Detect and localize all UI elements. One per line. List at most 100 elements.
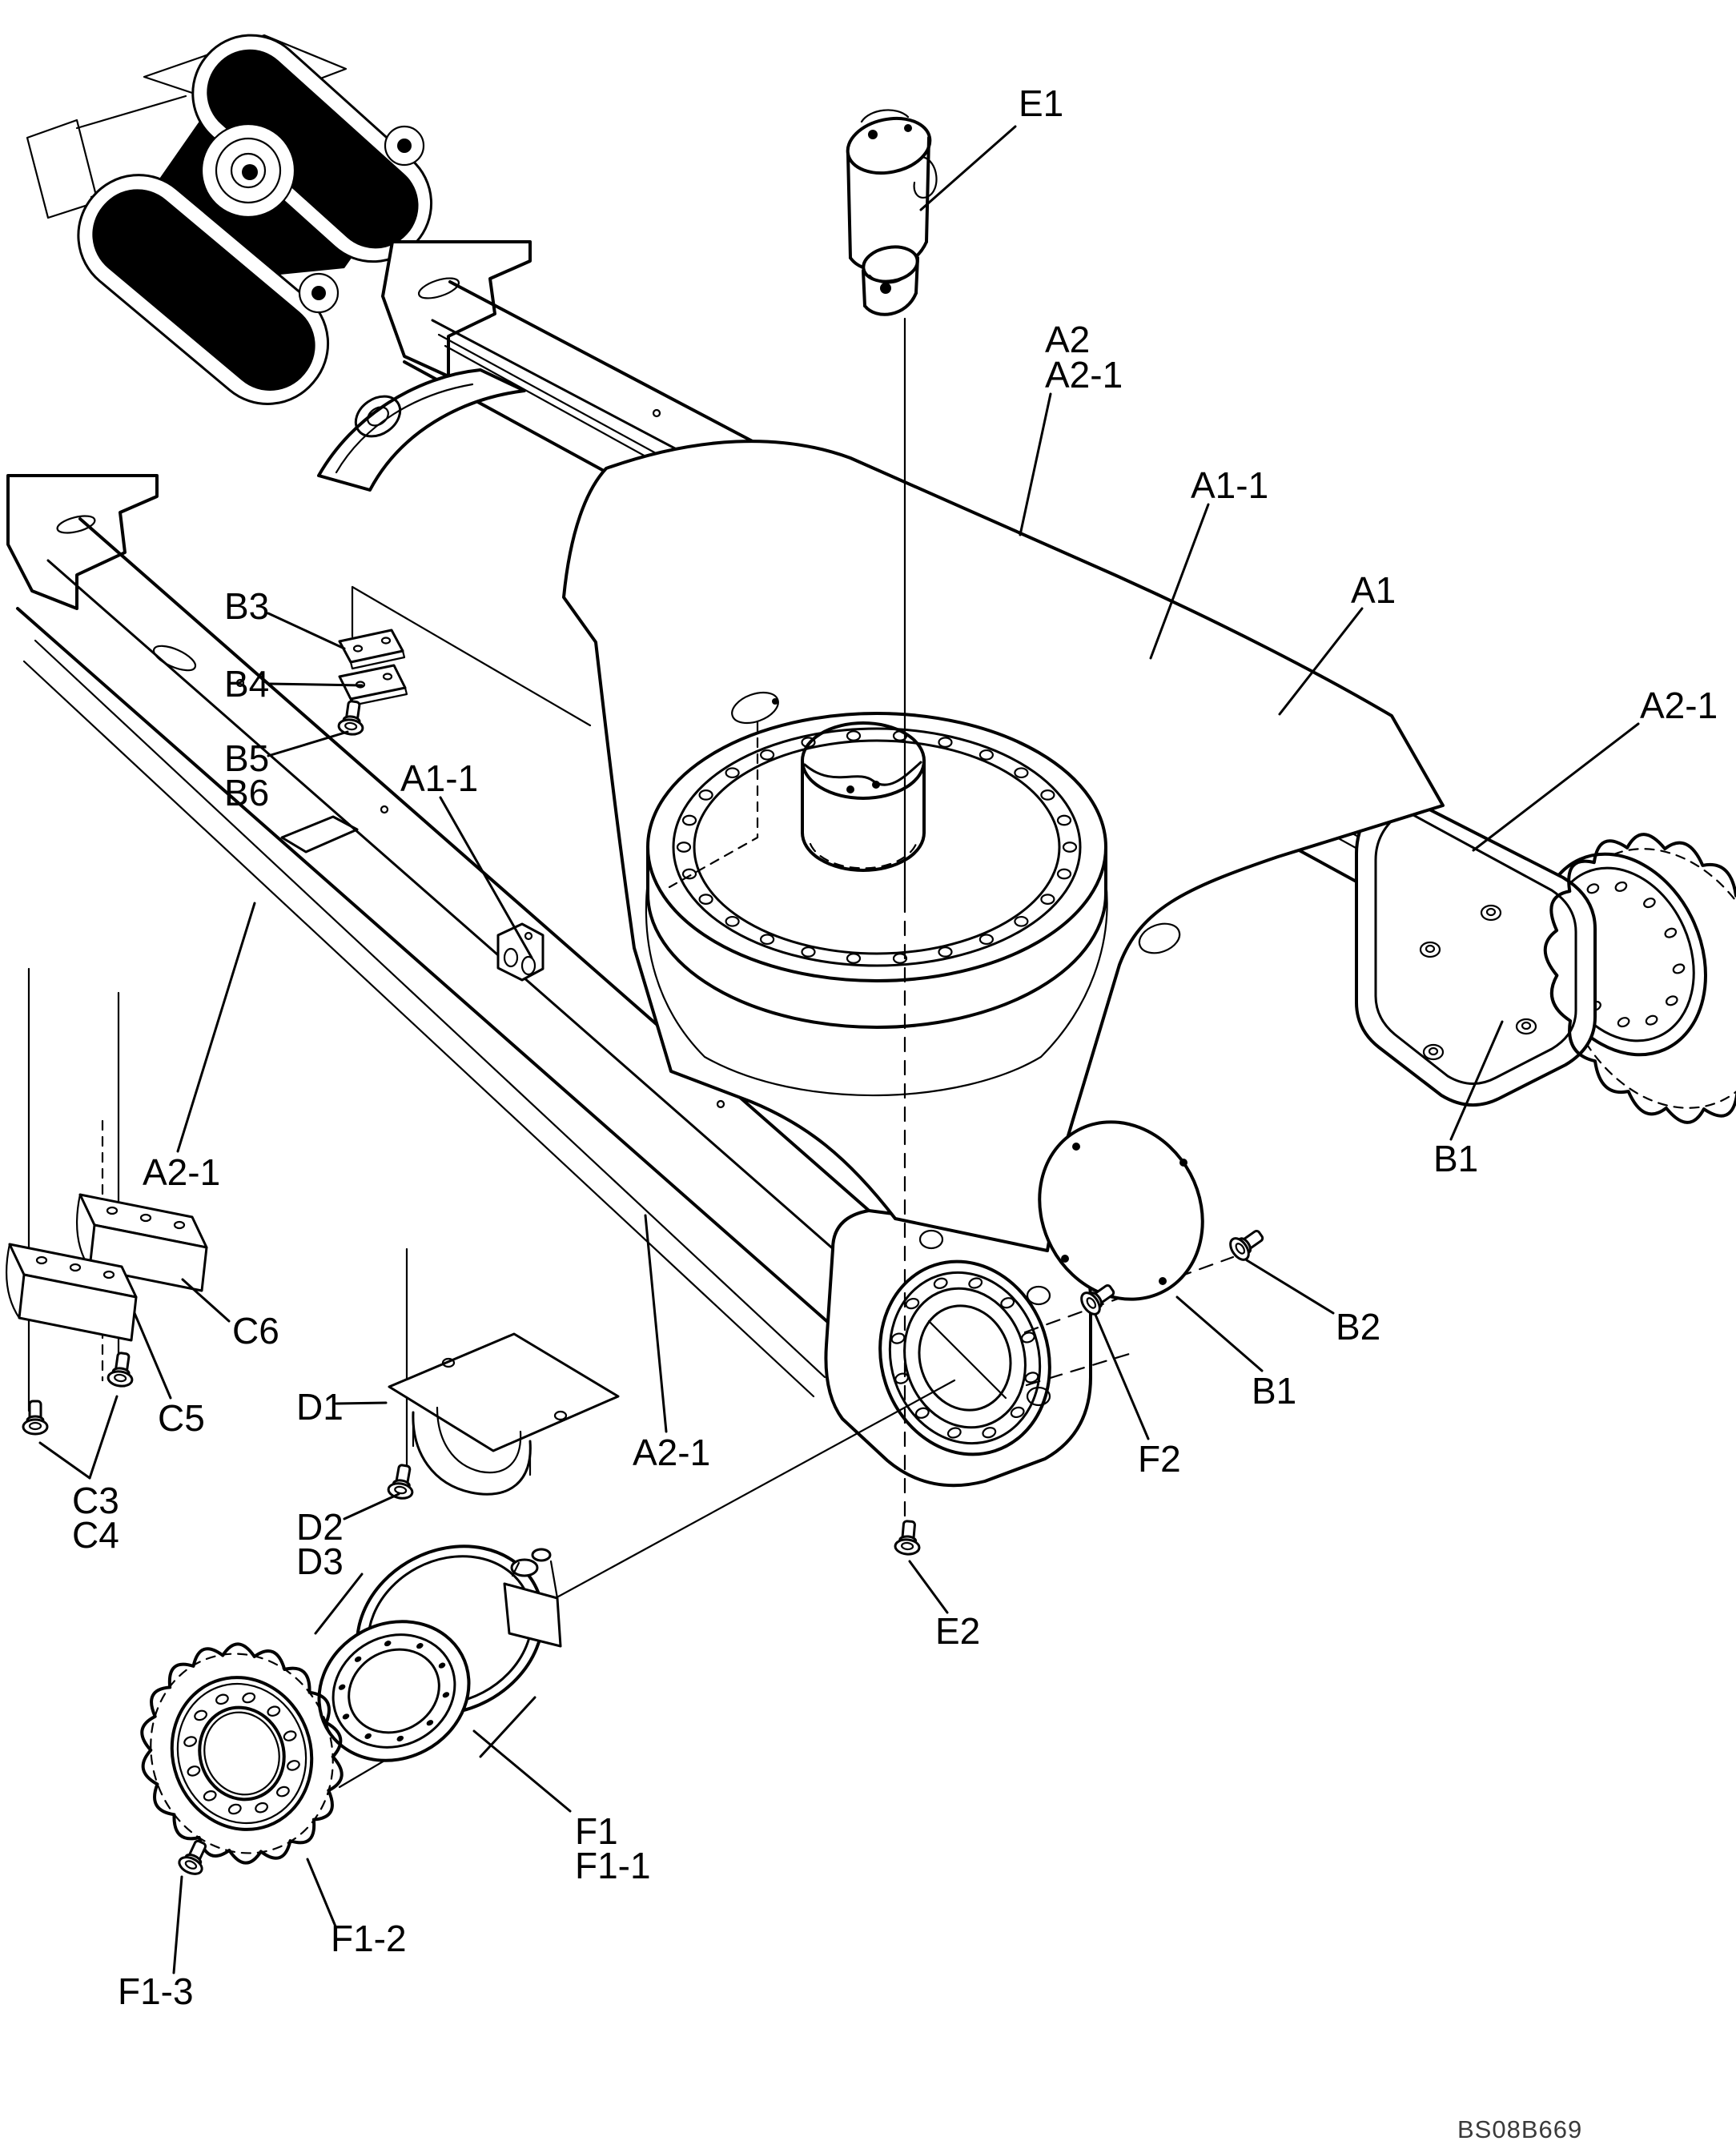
drawing-detail xyxy=(716,1099,725,1109)
leader-line-a2-1-top xyxy=(1019,392,1052,536)
part-label-a1: A1 xyxy=(1351,569,1396,611)
drawing-detail xyxy=(894,1538,921,1556)
swivel-joint-e1 xyxy=(846,109,938,1543)
leader-line-c3 xyxy=(38,1441,91,1480)
bolt-hole xyxy=(905,1297,920,1310)
drawing-detail xyxy=(18,1273,138,1342)
drawing-detail xyxy=(918,1304,1012,1412)
bolt-hole xyxy=(1040,789,1055,801)
drawing-detail xyxy=(868,130,878,139)
drawing-detail xyxy=(348,1648,440,1734)
part-label-a1-1-top: A1-1 xyxy=(1191,464,1268,506)
drawing-detail xyxy=(868,274,906,284)
motor-front-hub xyxy=(317,1620,471,1762)
part-label-b4: B4 xyxy=(224,663,269,705)
mount-bolt-center xyxy=(1428,1046,1439,1056)
drawing-detail xyxy=(901,1541,914,1551)
leader-line-f1-2 xyxy=(306,1858,337,1928)
drawing-detail xyxy=(317,368,526,492)
drawing-detail xyxy=(1355,788,1597,1107)
bolt-hole xyxy=(801,946,816,958)
part-label-b6: B6 xyxy=(224,772,269,813)
drawing-detail xyxy=(441,1357,456,1368)
sprocket-tooth-root xyxy=(150,1653,334,1854)
bolt-hole xyxy=(287,1760,300,1771)
part-label-c3: C3 xyxy=(72,1480,119,1521)
bolt-hole xyxy=(438,1662,446,1669)
bolt-hole xyxy=(1617,1017,1630,1028)
drawing-detail xyxy=(862,245,919,283)
leader-line-c5 xyxy=(133,1311,172,1400)
drawing-detail xyxy=(511,1560,559,1600)
drawing-detail xyxy=(176,1682,307,1825)
mount-bolt xyxy=(1422,1043,1445,1061)
part-label-b1-right: B1 xyxy=(1433,1138,1478,1179)
part-label-b3: B3 xyxy=(224,585,269,627)
drawing-detail xyxy=(69,1263,82,1272)
drawing-detail xyxy=(860,109,938,199)
bolt-hole xyxy=(203,1790,217,1802)
bolt xyxy=(337,700,364,736)
bolt-hole xyxy=(183,1736,197,1747)
center-cylinder-sides xyxy=(801,759,926,834)
drawing-detail xyxy=(5,1243,21,1320)
mount-bolt xyxy=(1480,904,1502,922)
drawing-detail xyxy=(1179,1159,1187,1167)
thumbnail-swing-ring-inner xyxy=(230,152,267,189)
sprocket-bore xyxy=(198,1705,286,1802)
part-label-d1: D1 xyxy=(296,1386,344,1428)
drawing-detail xyxy=(35,1255,48,1265)
drawing-detail xyxy=(863,291,918,316)
thumbnail-swing-ring-mid xyxy=(215,137,282,204)
drawing-detail xyxy=(1235,1243,1246,1255)
drawing-detail xyxy=(349,649,406,670)
left-frame-slot xyxy=(152,645,197,672)
drawing-detail xyxy=(524,931,533,941)
travel-motor-f1 xyxy=(314,1379,956,1789)
leader-line-d1 xyxy=(335,1401,388,1405)
drawing-detail xyxy=(235,678,245,688)
leader-line-e2 xyxy=(908,1560,949,1614)
guard-top-plate xyxy=(388,1332,620,1452)
drawing-detail xyxy=(904,124,912,132)
left-frame-end-detail xyxy=(30,552,123,610)
leader-line-e1 xyxy=(919,125,1017,211)
bolt-hole xyxy=(725,767,740,779)
bolt-hole xyxy=(933,1277,948,1289)
thumbnail-right-idler-hub xyxy=(397,139,412,153)
drawing-detail xyxy=(862,256,919,307)
motor-valve-block xyxy=(503,1582,562,1648)
bolt-hole xyxy=(276,1785,290,1798)
left-frame-wear-rail xyxy=(22,639,826,1398)
bolt-hole xyxy=(892,953,908,964)
drawing-detail xyxy=(1038,1120,1204,1301)
drawing-detail xyxy=(1080,1291,1101,1316)
bolt-hole xyxy=(846,953,862,964)
bolt-hole xyxy=(267,1705,281,1717)
sprocket-flange xyxy=(170,1676,314,1831)
bolt-hole xyxy=(681,814,697,826)
f1-2-sprocket-teeth xyxy=(140,1642,344,1865)
drawing-detail xyxy=(772,698,778,705)
leader-line-b1-lower xyxy=(1175,1295,1264,1372)
guard-strap-outer xyxy=(412,1411,532,1496)
bolt-hole xyxy=(698,789,713,801)
bearing-bolt-holes xyxy=(676,730,1078,964)
part-label-a2-1-center: A2-1 xyxy=(633,1432,710,1473)
part-label-c4: C4 xyxy=(72,1514,119,1556)
bolt-hole xyxy=(1014,915,1029,927)
leader-line-b1-right xyxy=(1449,1020,1504,1141)
leader-line-f1-3 xyxy=(172,1875,183,1974)
bolt-hole xyxy=(698,894,713,905)
drawing-detail xyxy=(380,637,392,645)
thumbnail-left-idler-hub xyxy=(311,286,326,300)
left-motor-mount-ring xyxy=(824,1209,1235,1488)
drawing-detail xyxy=(203,1711,280,1796)
bolt-hole xyxy=(801,737,816,748)
part-label-a2-1-top: A2-1 xyxy=(1045,354,1123,396)
motor-guard-d1 xyxy=(388,1247,620,1496)
bolt-hole xyxy=(1010,1406,1025,1419)
bolt-hole xyxy=(1665,995,1678,1006)
